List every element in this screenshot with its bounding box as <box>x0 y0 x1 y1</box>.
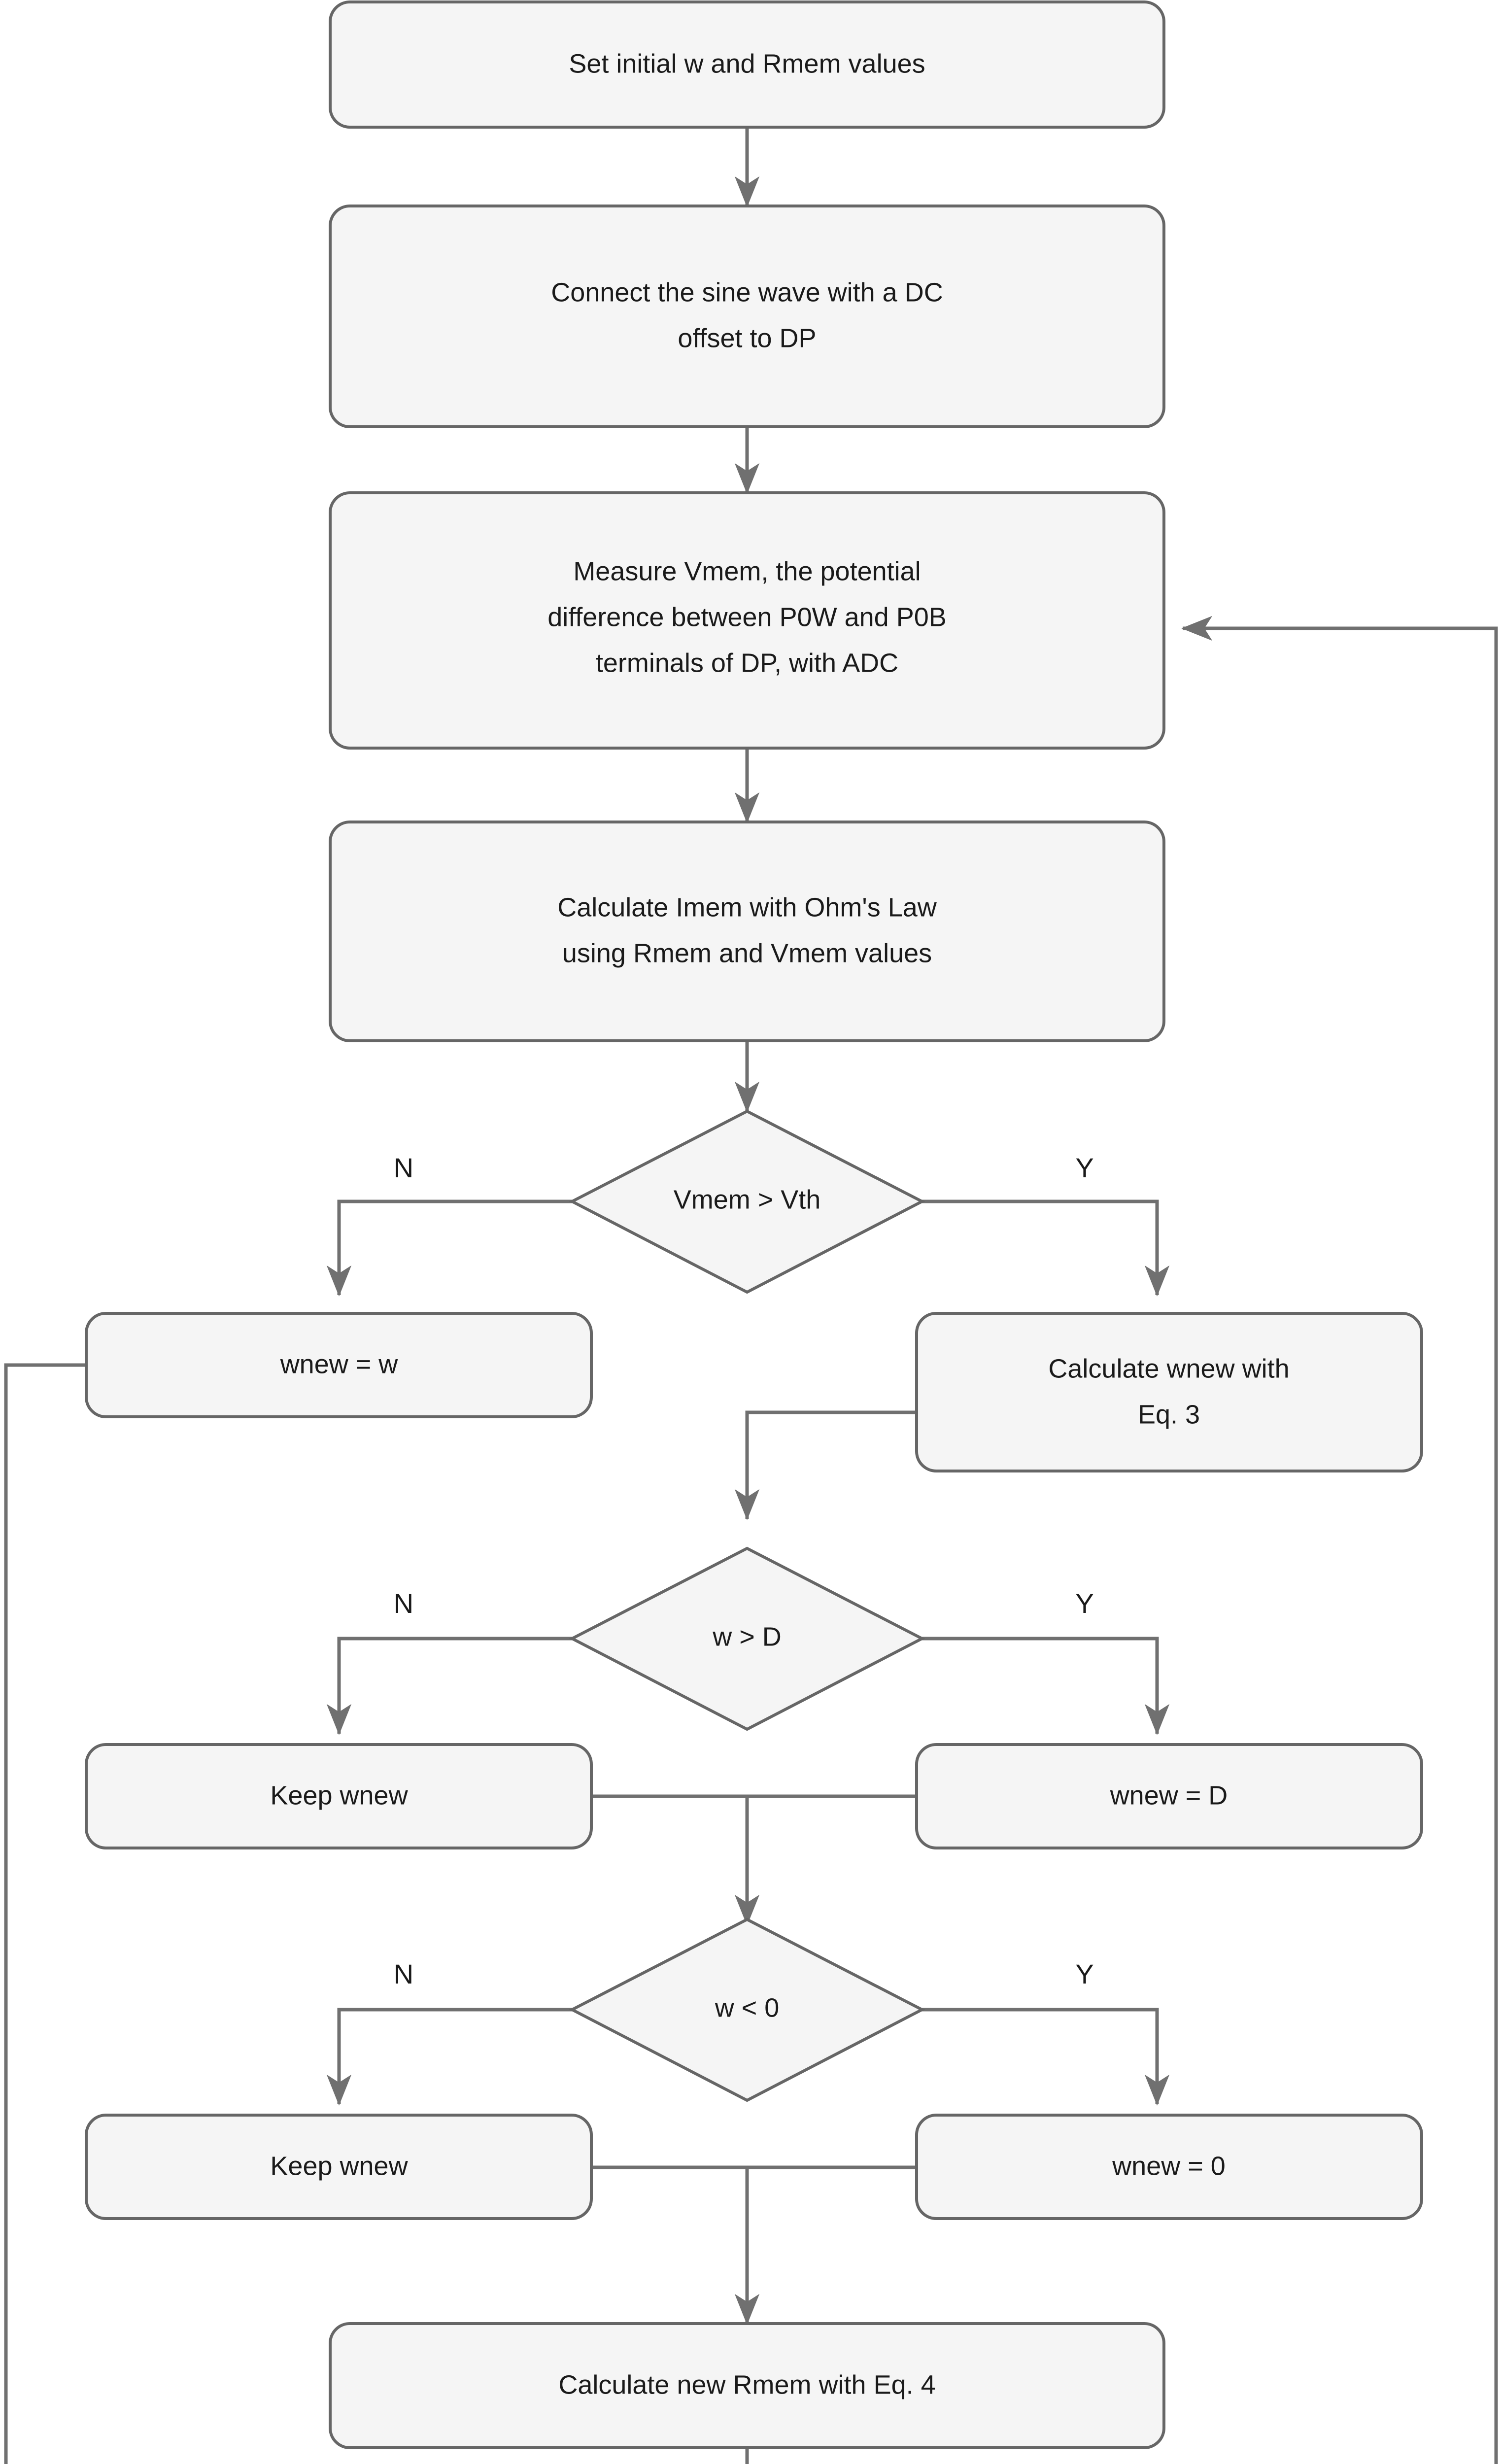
node-label-line2: difference between P0W and P0B <box>547 602 947 632</box>
node-label-line2: using Rmem and Vmem values <box>562 938 932 968</box>
node-shape <box>329 0 1165 129</box>
node-label-line1: Connect the sine wave with a DC <box>551 277 943 307</box>
node-set-initial-values[interactable]: Set initial w and Rmem values <box>329 0 1165 129</box>
node-label: Keep wnew <box>270 1780 408 1810</box>
edge-n6-d2 <box>734 1410 917 1520</box>
node-label: wnew = 0 <box>1112 2151 1226 2181</box>
node-shape <box>915 2114 1423 2220</box>
node-label: wnew = w <box>280 1349 399 1379</box>
decision-w-lt-0[interactable]: w < 0 <box>569 1917 925 2102</box>
node-shape <box>85 2114 593 2220</box>
node-label-line1: Calculate wnew with <box>1048 1354 1289 1383</box>
node-label: Set initial w and Rmem values <box>569 49 925 78</box>
node-shape <box>915 1312 1423 1472</box>
edge-d2-n8-yes <box>922 1637 1170 1735</box>
node-shape <box>85 1743 593 1849</box>
node-shape <box>329 205 1165 428</box>
node-shape <box>329 2322 1165 2449</box>
edge-label-d3-yes: Y <box>1075 1958 1093 1989</box>
node-label-line1: Calculate Imem with Ohm's Law <box>557 892 937 922</box>
node-calculate-wnew-eq3[interactable]: Calculate wnew with Eq. 3 <box>915 1312 1423 1472</box>
edge-d1-n6-yes <box>922 1199 1170 1297</box>
node-wnew-equals-0[interactable]: wnew = 0 <box>915 2114 1423 2220</box>
node-shape <box>915 1743 1423 1849</box>
node-label-line3: terminals of DP, with ADC <box>596 648 898 678</box>
node-calculate-imem[interactable]: Calculate Imem with Ohm's Law using Rmem… <box>329 821 1165 1042</box>
edge-label-d1-no: N <box>394 1152 413 1183</box>
decision-label: w > D <box>712 1622 782 1651</box>
edge-label-d3-no: N <box>394 1958 413 1989</box>
node-label: wnew = D <box>1110 1780 1228 1810</box>
decision-w-gt-d[interactable]: w > D <box>569 1546 925 1731</box>
decision-label: Vmem > Vth <box>674 1185 821 1214</box>
edge-label-d1-yes: Y <box>1075 1152 1093 1183</box>
node-shape <box>329 491 1165 750</box>
node-shape <box>85 1312 593 1418</box>
node-calculate-new-rmem-eq4[interactable]: Calculate new Rmem with Eq. 4 <box>329 2322 1165 2449</box>
edge-d3-n9-no <box>326 2008 572 2106</box>
node-label-line2: offset to DP <box>678 323 816 353</box>
node-label: Keep wnew <box>270 2151 408 2181</box>
edge-label-d2-yes: Y <box>1075 1588 1093 1619</box>
node-keep-wnew-1[interactable]: Keep wnew <box>85 1743 593 1849</box>
node-wnew-equals-w[interactable]: wnew = w <box>85 1312 593 1418</box>
decision-shape <box>569 1109 925 1294</box>
edge-n5-n14-loop <box>4 1363 86 2464</box>
decision-label: w < 0 <box>715 1993 780 2022</box>
decision-shape <box>569 1546 925 1731</box>
node-wnew-equals-d[interactable]: wnew = D <box>915 1743 1423 1849</box>
node-shape <box>329 821 1165 1042</box>
decision-vmem-gt-vth[interactable]: Vmem > Vth <box>569 1109 925 1294</box>
node-label: Calculate new Rmem with Eq. 4 <box>558 2370 935 2399</box>
node-keep-wnew-2[interactable]: Keep wnew <box>85 2114 593 2220</box>
edge-d3-n10-yes <box>922 2008 1170 2106</box>
edge-n14-n3-feedback <box>1181 616 1498 2464</box>
edge-d2-n7-no <box>326 1637 572 1735</box>
node-connect-sine-wave[interactable]: Connect the sine wave with a DC offset t… <box>329 205 1165 428</box>
node-measure-vmem[interactable]: Measure Vmem, the potential difference b… <box>329 491 1165 750</box>
edge-label-d2-no: N <box>394 1588 413 1619</box>
edge-d1-n5-no <box>326 1199 572 1297</box>
node-label-line2: Eq. 3 <box>1138 1400 1200 1429</box>
node-label-line1: Measure Vmem, the potential <box>573 556 921 586</box>
decision-shape <box>569 1917 925 2102</box>
